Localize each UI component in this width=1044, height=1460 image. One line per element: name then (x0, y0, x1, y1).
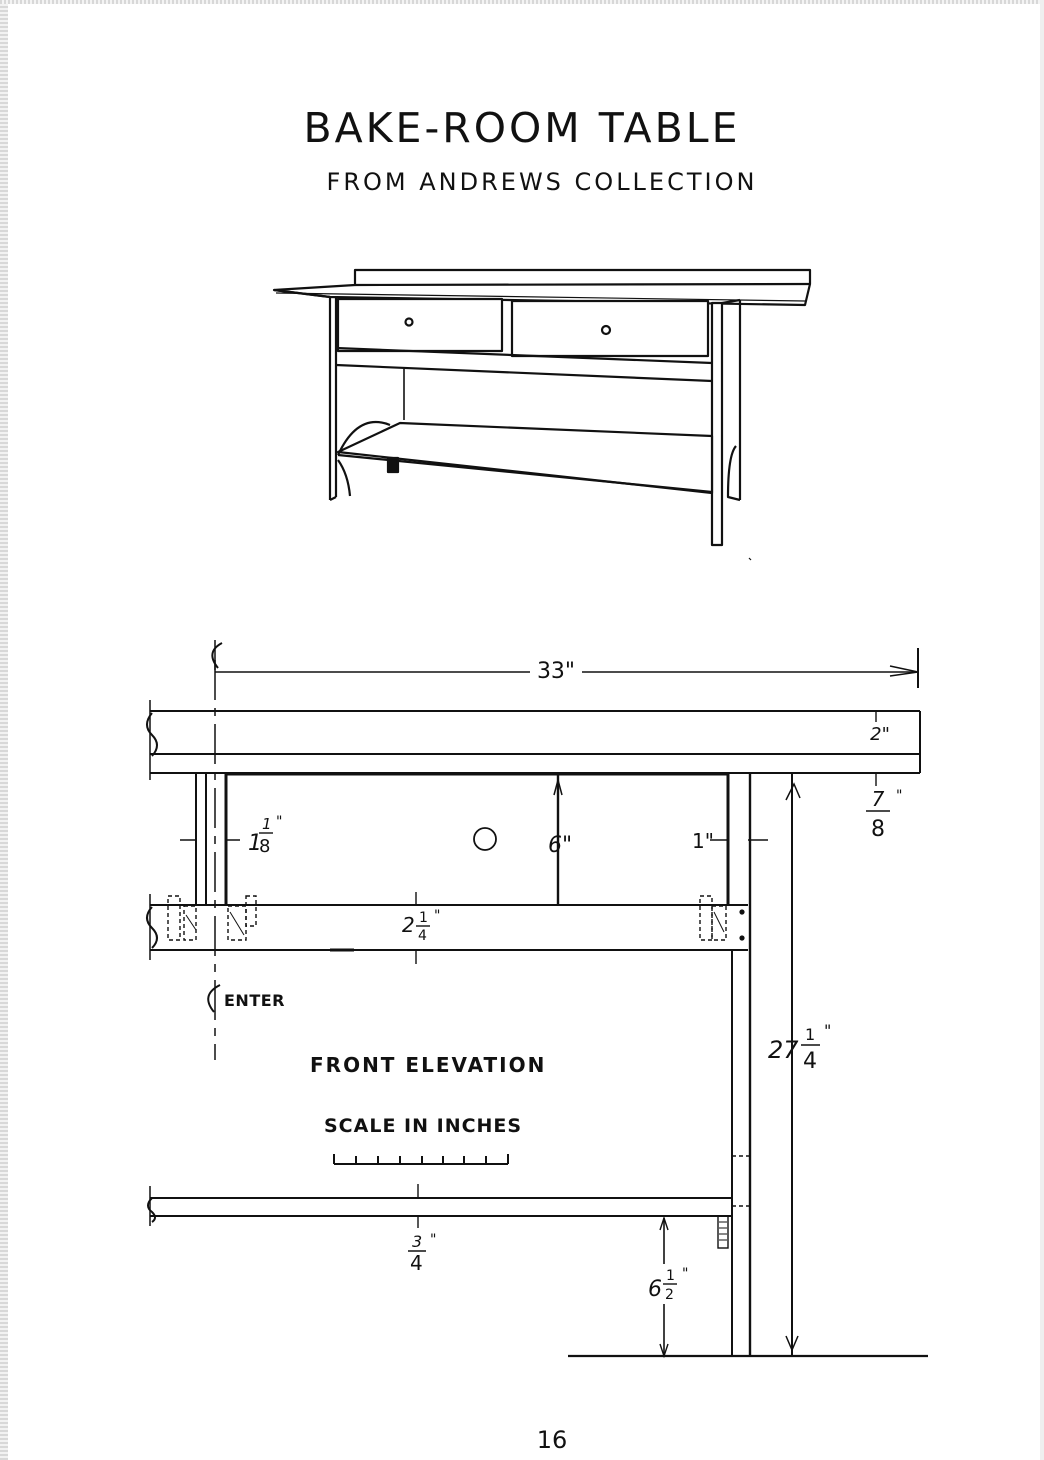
svg-text:": " (682, 1266, 688, 1282)
dim-shelf-height-den: 2 (665, 1287, 674, 1303)
dim-top-thickness: 2" (870, 724, 890, 745)
drawer-knob (474, 828, 496, 850)
dim-drawer-front-edge: 1" (692, 829, 714, 853)
scale-label: SCALE IN INCHES (324, 1115, 522, 1137)
dim-shelf-height-num: 1 (666, 1268, 675, 1284)
svg-text:": " (896, 788, 902, 804)
dim-shelf-num: 3 (412, 1232, 422, 1251)
svg-text:": " (824, 1021, 831, 1040)
dimension-labels: 33" 2" 7 " 8 1 1 8 " 6" 1" 2 1 4 " 27 1 … (224, 659, 902, 1303)
dim-height-den: 4 (803, 1049, 817, 1074)
dim-rail-den: 4 (418, 928, 427, 944)
dim-top-overhang-den: 8 (871, 817, 885, 842)
dim-rail-num: 1 (419, 910, 428, 926)
dim-half-width: 33" (537, 659, 575, 684)
dim-drawer-depth: 6" (548, 833, 572, 858)
center-label: ENTER (224, 991, 285, 1010)
scale-bar (334, 1154, 508, 1164)
dim-shelf-height-whole: 6 (648, 1277, 662, 1302)
center-line-mark (212, 643, 222, 668)
perspective-sketch (274, 270, 810, 560)
elevation-title: FRONT ELEVATION (310, 1053, 546, 1077)
dim-top-overhang-num: 7 (872, 787, 885, 811)
dim-height-whole: 27 (768, 1036, 799, 1064)
dim-height-num: 1 (805, 1025, 815, 1044)
dim-rail-whole: 2 (402, 913, 415, 937)
page-number: 16 (0, 1426, 1044, 1454)
svg-text:": " (430, 1232, 436, 1248)
dim-drawer-side-num: 1 (262, 815, 272, 833)
dim-drawer-side-den: 8 (259, 836, 270, 857)
svg-text:": " (434, 908, 440, 924)
svg-text:": " (276, 814, 282, 830)
dim-shelf-den: 4 (410, 1251, 423, 1275)
